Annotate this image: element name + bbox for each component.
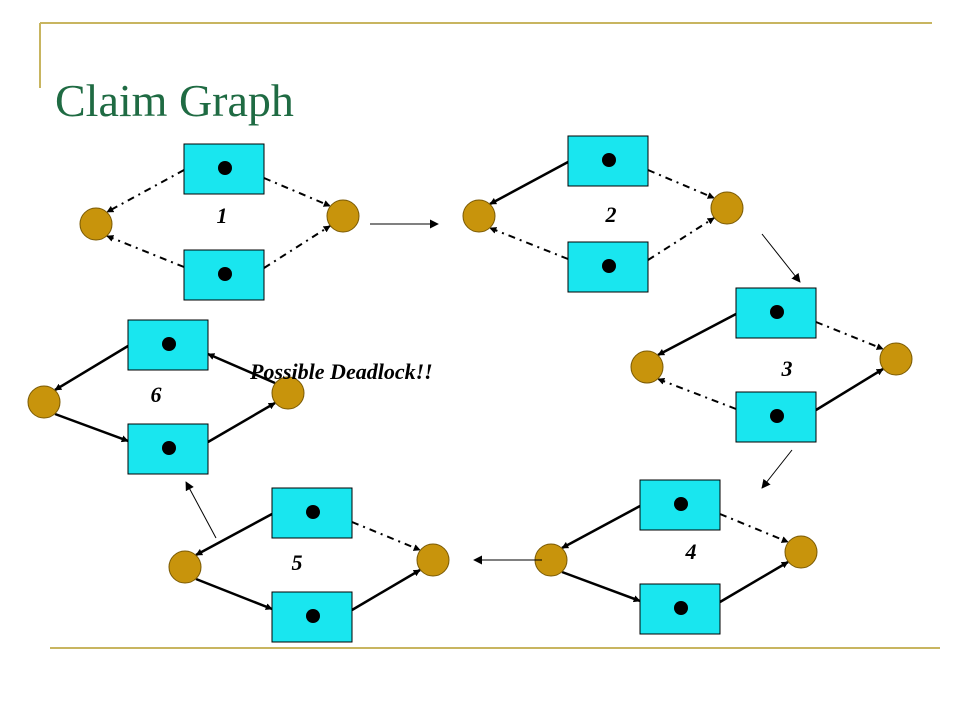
graph-1-edge-3-claim-in: [263, 177, 331, 207]
graph-6-edge-2-request: [54, 412, 129, 443]
graph-3-process-1: [630, 350, 664, 384]
graph-6-process-2: [271, 376, 305, 410]
graph-2-edge-1-assigned: [489, 160, 569, 206]
graph-2-resource-1-instance: [602, 153, 616, 167]
sequence-arrows-layer: [185, 219, 801, 565]
decorative-rules: [39, 22, 940, 649]
graph-1-process-1: [79, 207, 113, 241]
graph-labels-layer: 1 2 3 4 5 6: [151, 202, 793, 575]
slide-title: Claim Graph: [55, 75, 294, 126]
edges-layer: [54, 160, 884, 612]
graph-1-process-2: [326, 199, 360, 233]
graph-1-resource-2-instance: [218, 267, 232, 281]
graph-3-resource-1-instance: [770, 305, 784, 319]
sequence-arrow-5-to-6: [185, 481, 217, 539]
graph-4-process-2: [784, 535, 818, 569]
graph-1-edge-2-claim-in: [106, 235, 185, 268]
graph-3-edge-1-assigned: [657, 312, 737, 357]
graph-5-process-1: [168, 550, 202, 584]
graph-5-edge-2-request: [195, 577, 273, 611]
graph-4-edge-4-assigned: [719, 560, 789, 604]
graph-1-edge-1-claim-in: [106, 169, 185, 213]
graph-4-label: 4: [685, 539, 697, 564]
graph-3-edge-2-claim-in: [657, 377, 737, 410]
graph-6-label: 6: [151, 382, 162, 407]
graph-5-edge-3-claim-in: [351, 521, 421, 551]
nodes-layer: [27, 135, 913, 643]
graph-3-edge-4-assigned: [815, 367, 884, 412]
sequence-arrow-2-to-3: [761, 233, 801, 283]
graph-6-edge-1-assigned: [54, 344, 129, 392]
graph-5-edge-4-assigned: [351, 568, 421, 612]
graph-2-process-1: [462, 199, 496, 233]
graph-1-resource-1-instance: [218, 161, 232, 175]
graph-1-label: 1: [217, 203, 228, 228]
graph-3-edge-3-claim-in: [815, 321, 884, 350]
graph-2-edge-3-claim-in: [647, 169, 715, 199]
graph-3-process-2: [879, 342, 913, 376]
deadlock-annotation: Possible Deadlock!!: [249, 359, 433, 384]
graph-4-edge-3-claim-in: [719, 513, 789, 543]
graph-3-label: 3: [781, 356, 793, 381]
graph-3-resource-2-instance: [770, 409, 784, 423]
graph-2-resource-2: [567, 241, 649, 293]
graph-6-resource-2: [127, 423, 209, 475]
graph-5-process-2: [416, 543, 450, 577]
graph-1-edge-4-claim-in: [263, 225, 331, 269]
graph-4-edge-1-assigned: [561, 504, 641, 550]
graph-2-resource-2-instance: [602, 259, 616, 273]
sequence-arrow-3-to-4: [761, 449, 793, 489]
graph-6-resource-2-instance: [162, 441, 176, 455]
graph-2-edge-4-claim-in: [647, 217, 715, 261]
graph-4-edge-2-request: [561, 570, 641, 603]
graph-5-label: 5: [292, 550, 303, 575]
graph-2-label: 2: [605, 202, 617, 227]
graph-6-edge-4-assigned: [207, 401, 276, 444]
graph-4-resource-1-instance: [674, 497, 688, 511]
graph-6-edge-3-request: [207, 352, 276, 385]
graph-5-resource-1-instance: [306, 505, 320, 519]
graph-6-resource-1-instance: [162, 337, 176, 351]
graph-4-resource-2-instance: [674, 601, 688, 615]
graph-5-edge-1-assigned: [195, 512, 273, 557]
graph-2-edge-2-claim-in: [489, 227, 569, 260]
graph-5-resource-2-instance: [306, 609, 320, 623]
graph-2-process-2: [710, 191, 744, 225]
graph-6-process-1: [27, 385, 61, 419]
